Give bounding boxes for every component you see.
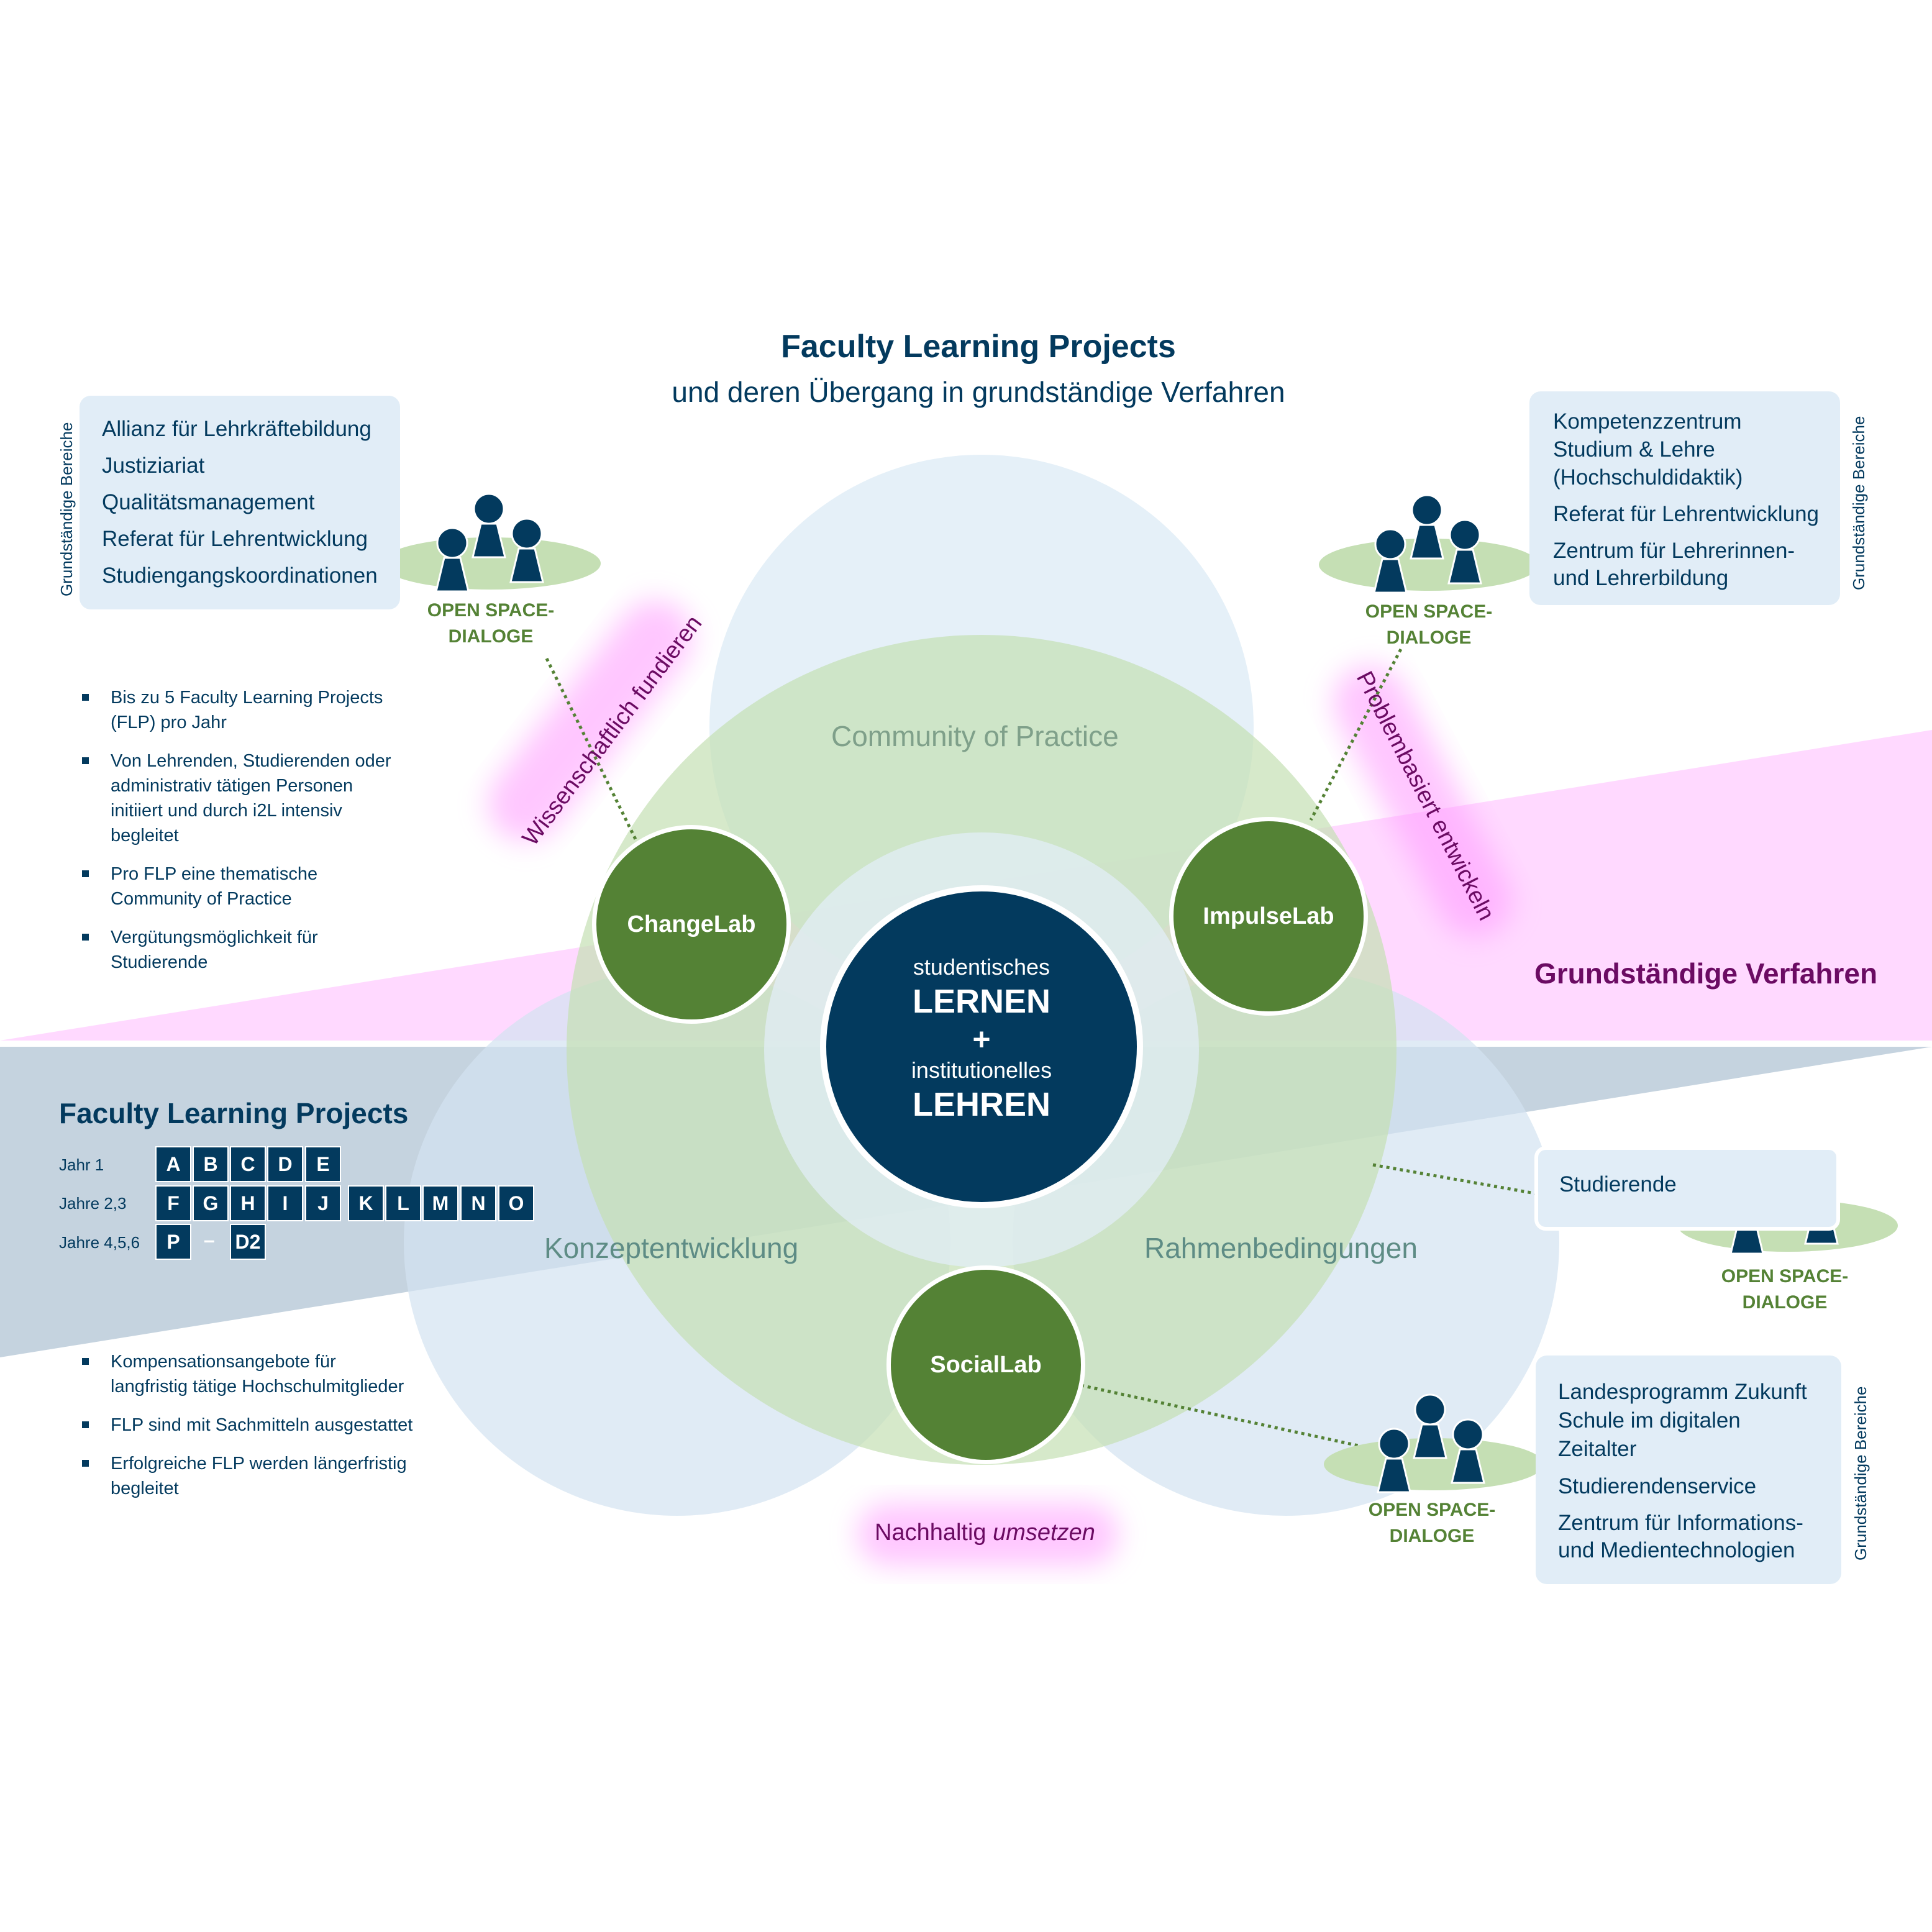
core-circle: studentisches LERNEN + institutionelles … [820,885,1143,1208]
bullet-item: Erfolgreiche FLP werden längerfristig be… [82,1451,467,1501]
page-title: Faculty Learning Projects [781,329,1176,365]
zone-label-konzept: Konzeptentwicklung [544,1232,799,1264]
principle-bottom-italic: umsetzen [993,1520,1095,1546]
flp-tile: A [155,1146,191,1182]
core-line-2: LERNEN [912,983,1050,1020]
flp-tile: G [193,1185,229,1221]
flp-tile: O [498,1185,534,1221]
flp-tile: L [385,1185,421,1221]
open-space-icon-top-left [381,493,601,593]
glow-bottom [857,1503,1118,1565]
connector-right [1309,648,1403,821]
page-subtitle: und deren Übergang in grundständige Verf… [672,376,1285,408]
year-label-3: Jahre 4,5,6 [59,1233,140,1252]
side-label-top-left: Grundständige Bereiche [57,422,76,596]
bullet-item: Bis zu 5 Faculty Learning Projects (FLP)… [82,685,430,735]
list-item: Landesprogramm Zukunft Schule im digital… [1558,1380,1807,1461]
bullet-item: Vergütungsmöglichkeit für Studierende [82,925,430,975]
list-item: Referat für Lehrentwicklung [1553,502,1819,526]
flp-tile: H [230,1185,266,1221]
core-line-3: institutionelles [911,1057,1052,1083]
glow-left [488,600,693,841]
open-space-label-top-left: OPEN SPACE- DIALOGE [427,600,555,647]
year-label-1: Jahr 1 [59,1155,104,1174]
open-space-icon-top-right [1319,494,1539,594]
bullets-bottom: Kompensationsangebote für langfristig tä… [82,1349,467,1515]
flp-tile: B [193,1146,229,1182]
range-separator: – [204,1229,215,1251]
principle-bottom-regular: Nachhaltig [875,1520,987,1546]
flp-tile: D [267,1146,303,1182]
bullet-item: Von Lehrenden, Studierenden oder adminis… [82,749,430,848]
open-space-icon-bottom-right [1324,1393,1544,1493]
open-space-label-top-right: OPEN SPACE- DIALOGE [1365,601,1493,648]
bullet-item: FLP sind mit Sachmitteln ausgestattet [82,1413,467,1438]
core-line-4: LEHREN [912,1086,1050,1123]
flp-tile: D2 [230,1224,266,1260]
list-item: Studiengangskoordinationen [102,563,378,588]
flp-tile: I [267,1185,303,1221]
core-line-1: studentisches [913,954,1050,980]
bullet-item: Kompensationsangebote für langfristig tä… [82,1349,467,1399]
list-item: Allianz für Lehrkräftebildung [102,417,371,441]
flp-tile: P [155,1224,191,1260]
list-item: Studierende [1559,1172,1677,1196]
open-space-label-middle-right: OPEN SPACE- DIALOGE [1721,1266,1849,1313]
connector-bottom [1080,1383,1367,1449]
list-item: Studierendenservice [1558,1474,1757,1498]
flp-tile: E [305,1146,341,1182]
list-item: Qualitätsmanagement [102,490,315,514]
side-label-bottom-right: Grundständige Bereiche [1851,1386,1870,1561]
box-top-right: Kompetenzzentrum Studium & Lehre (Hochsc… [1529,391,1840,605]
side-label-top-right: Grundständige Bereiche [1849,416,1868,590]
bullets-top: Bis zu 5 Faculty Learning Projects (FLP)… [82,685,430,988]
list-item: Zentrum für Informations- und Medientech… [1558,1511,1803,1562]
year-label-2: Jahre 2,3 [59,1194,127,1213]
zone-label-rahmen: Rahmenbedingungen [1144,1232,1418,1264]
lab-changelab: ChangeLab [592,825,791,1024]
list-item: Justiziariat [102,453,205,478]
flp-tile: N [460,1185,496,1221]
band-label-grundstaendige-verfahren: Grundständige Verfahren [1534,957,1878,990]
box-middle-right: Studierende [1534,1146,1840,1231]
lab-sociallab: SocialLab [886,1265,1085,1464]
list-item: Referat für Lehrentwicklung [102,527,368,551]
lab-impulselab: ImpulseLab [1169,817,1368,1016]
flp-tile: K [348,1185,384,1221]
flp-tile: M [422,1185,458,1221]
principle-bottom: Nachhaltig umsetzen [875,1520,1095,1546]
flp-section-title: Faculty Learning Projects [59,1097,409,1129]
open-space-label-bottom-right: OPEN SPACE- DIALOGE [1368,1500,1496,1546]
box-top-left: Allianz für Lehrkräftebildung Justiziari… [80,396,400,609]
flp-tile: C [230,1146,266,1182]
box-bottom-right: Landesprogramm Zukunft Schule im digital… [1536,1356,1841,1584]
list-item: Zentrum für Lehrerinnen- und Lehrerbildu… [1553,539,1795,590]
flp-tile: F [155,1185,191,1221]
bullet-item: Pro FLP eine thematische Community of Pr… [82,862,430,911]
list-item: Kompetenzzentrum Studium & Lehre (Hochsc… [1553,409,1743,490]
zone-label-community: Community of Practice [831,720,1119,752]
glow-right [1333,665,1513,937]
core-plus: + [972,1022,991,1057]
flp-tile: J [305,1185,341,1221]
